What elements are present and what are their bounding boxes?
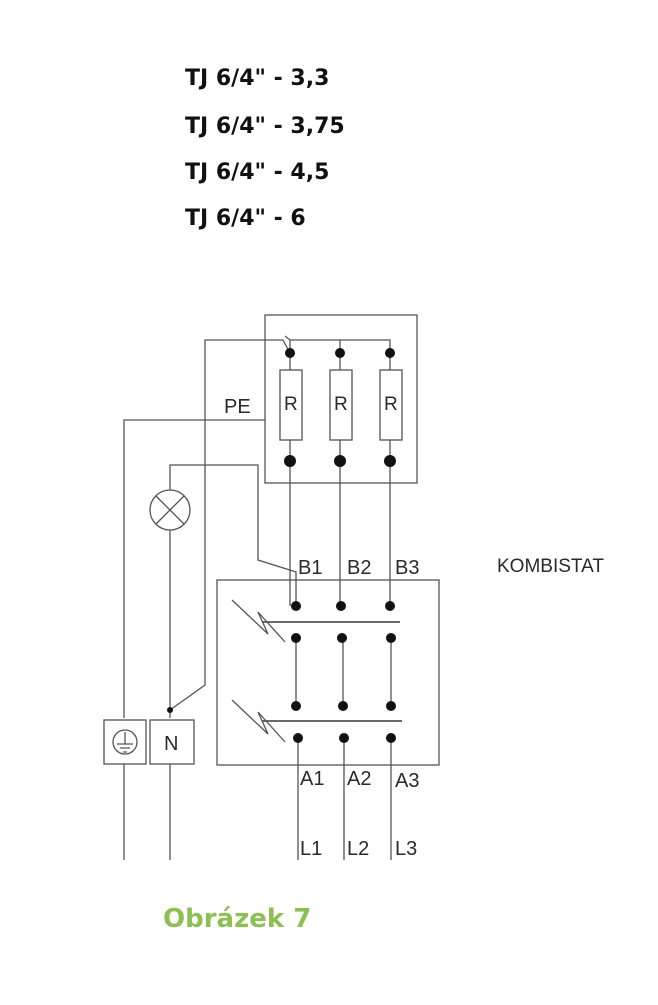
earth-symbol (117, 732, 133, 753)
contact-link-wires (295, 640, 392, 706)
terminal-b3: B3 (395, 557, 419, 579)
earth-icon (112, 729, 138, 755)
terminal-l2: L2 (347, 838, 369, 860)
heater-to-kombistat-wires (289, 461, 391, 606)
neutral-feed-wire (169, 339, 291, 711)
kombistat-box (216, 579, 440, 766)
neutral-label: N (164, 733, 178, 755)
model-line-3: TJ 6/4" - 4,5 (185, 160, 330, 185)
terminal-l3: L3 (395, 838, 417, 860)
lamp-wire (169, 464, 297, 718)
supply-wires (297, 739, 392, 860)
terminal-b2: B2 (347, 557, 371, 579)
terminal-supply-wires (123, 764, 171, 860)
resistor-3 (379, 369, 403, 441)
terminal-a3: A3 (395, 770, 419, 792)
terminal-l1: L1 (300, 838, 322, 860)
resistor-2 (329, 369, 353, 441)
terminal-b1: B1 (298, 557, 322, 579)
resistor-label-1: R (284, 394, 298, 415)
pe-wire (123, 419, 265, 718)
terminal-a1: A1 (300, 768, 324, 790)
ground-terminal (103, 719, 147, 765)
terminal-a2: A2 (347, 768, 371, 790)
resistor-leads (289, 357, 391, 457)
lower-switch-symbol (231, 699, 286, 743)
resistor-label-3: R (384, 394, 398, 415)
resistor-1 (279, 369, 303, 441)
heater-box (264, 314, 418, 484)
model-line-1: TJ 6/4" - 3,3 (185, 66, 330, 91)
neutral-terminal (149, 719, 195, 765)
model-line-2: TJ 6/4" - 3,75 (185, 114, 345, 139)
indicator-lamp-icon (149, 489, 191, 531)
model-line-4: TJ 6/4" - 6 (185, 206, 306, 231)
figure-caption: Obrázek 7 (163, 904, 312, 934)
lamp-cross (155, 495, 185, 525)
resistor-label-2: R (334, 394, 348, 415)
upper-switch-symbol (231, 599, 286, 643)
kombistat-label: KOMBISTAT (497, 556, 604, 577)
pe-label: PE (224, 396, 251, 418)
